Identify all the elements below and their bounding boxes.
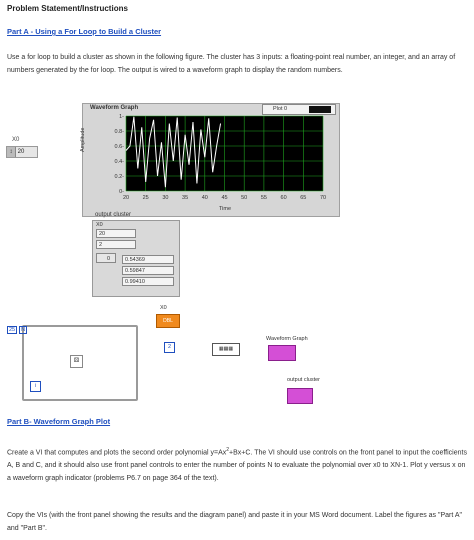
plot-legend-swatch [309,106,331,113]
part-b-paragraph-1: Create a VI that computes and plots the … [7,444,467,485]
y-tick-label: 0- [119,189,124,195]
x-tick-label: 35 [182,195,188,201]
y-tick-label: 0.6- [115,144,125,150]
x0-control-value: 20 [17,149,25,155]
array-element-0: 0.54369 [122,255,174,264]
x-tick-label: 60 [281,195,287,201]
array-element-1: 0.59847 [122,266,174,275]
x0-control-label: X0 [12,137,20,143]
waveform-graph-terminal-icon [268,345,296,361]
waveform-graph-title: Waveform Graph [90,105,139,111]
x-tick-label: 25 [143,195,149,201]
y-tick-label: 0.8- [115,129,125,135]
cluster-terminal-label: output cluster [287,377,321,383]
x0-terminal-label: X0 [160,305,167,311]
x-tick-label: 40 [202,195,208,201]
page-heading: Problem Statement/Instructions [7,4,128,13]
part-a-paragraph: Use a for loop to build a cluster as sho… [7,54,456,74]
loop-count-constant: 25 [7,326,18,334]
plot-legend-label: Plot 0 [273,106,288,112]
x-tick-label: 45 [221,195,227,201]
y-tick-label: 0.4- [115,159,125,165]
part-b-title: Part B- Waveform Graph Plot [7,417,111,426]
polynomial-text-start: Create a VI that computes and plots the … [7,449,227,457]
array-index[interactable]: 0 [96,253,116,263]
exponent: 2 [226,447,230,453]
plot-legend[interactable]: Plot 0 [262,104,336,115]
integer-constant: 2 [164,342,175,353]
x-tick-label: 65 [300,195,306,201]
cluster-int-field: 2 [96,240,136,249]
polynomial-text-rest: +Bx+C. The VI should use controls on the… [7,449,467,483]
part-a-title: Part A - Using a For Loop to Build a Clu… [7,27,162,36]
random-number-icon: ⚄ [70,355,83,368]
output-cluster-terminal-icon [287,388,313,404]
x-tick-label: 55 [261,195,267,201]
x-tick-label: 50 [241,195,247,201]
x-tick-label: 70 [320,195,326,201]
output-cluster-label: output cluster [95,212,132,218]
cluster-x0-label: X0 [96,222,103,228]
spinner-icon[interactable]: ↕ [7,147,16,157]
array-element-2: 0.99410 [122,277,174,286]
x-tick-label: 30 [162,195,168,201]
x-axis-label: Time [219,206,232,212]
x0-terminal: DBL [156,314,180,328]
series-line-plot-0 [125,116,222,188]
graph-terminal-label: Waveform Graph [266,336,308,342]
for-loop-structure [22,325,138,401]
cluster-x0-field: 20 [96,229,136,238]
part-b-paragraph-2: Copy the VIs (with the front panel showi… [7,512,463,532]
x-tick-label: 20 [123,195,129,201]
bundle-node-icon: ▦▦▦ [212,343,240,356]
loop-n-terminal: N [19,326,28,334]
loop-iteration-terminal: i [30,381,41,392]
y-tick-label: 0.2- [115,174,125,180]
x0-numeric-control[interactable]: ↕ 20 [6,146,38,158]
y-tick-label: 1- [119,114,124,120]
